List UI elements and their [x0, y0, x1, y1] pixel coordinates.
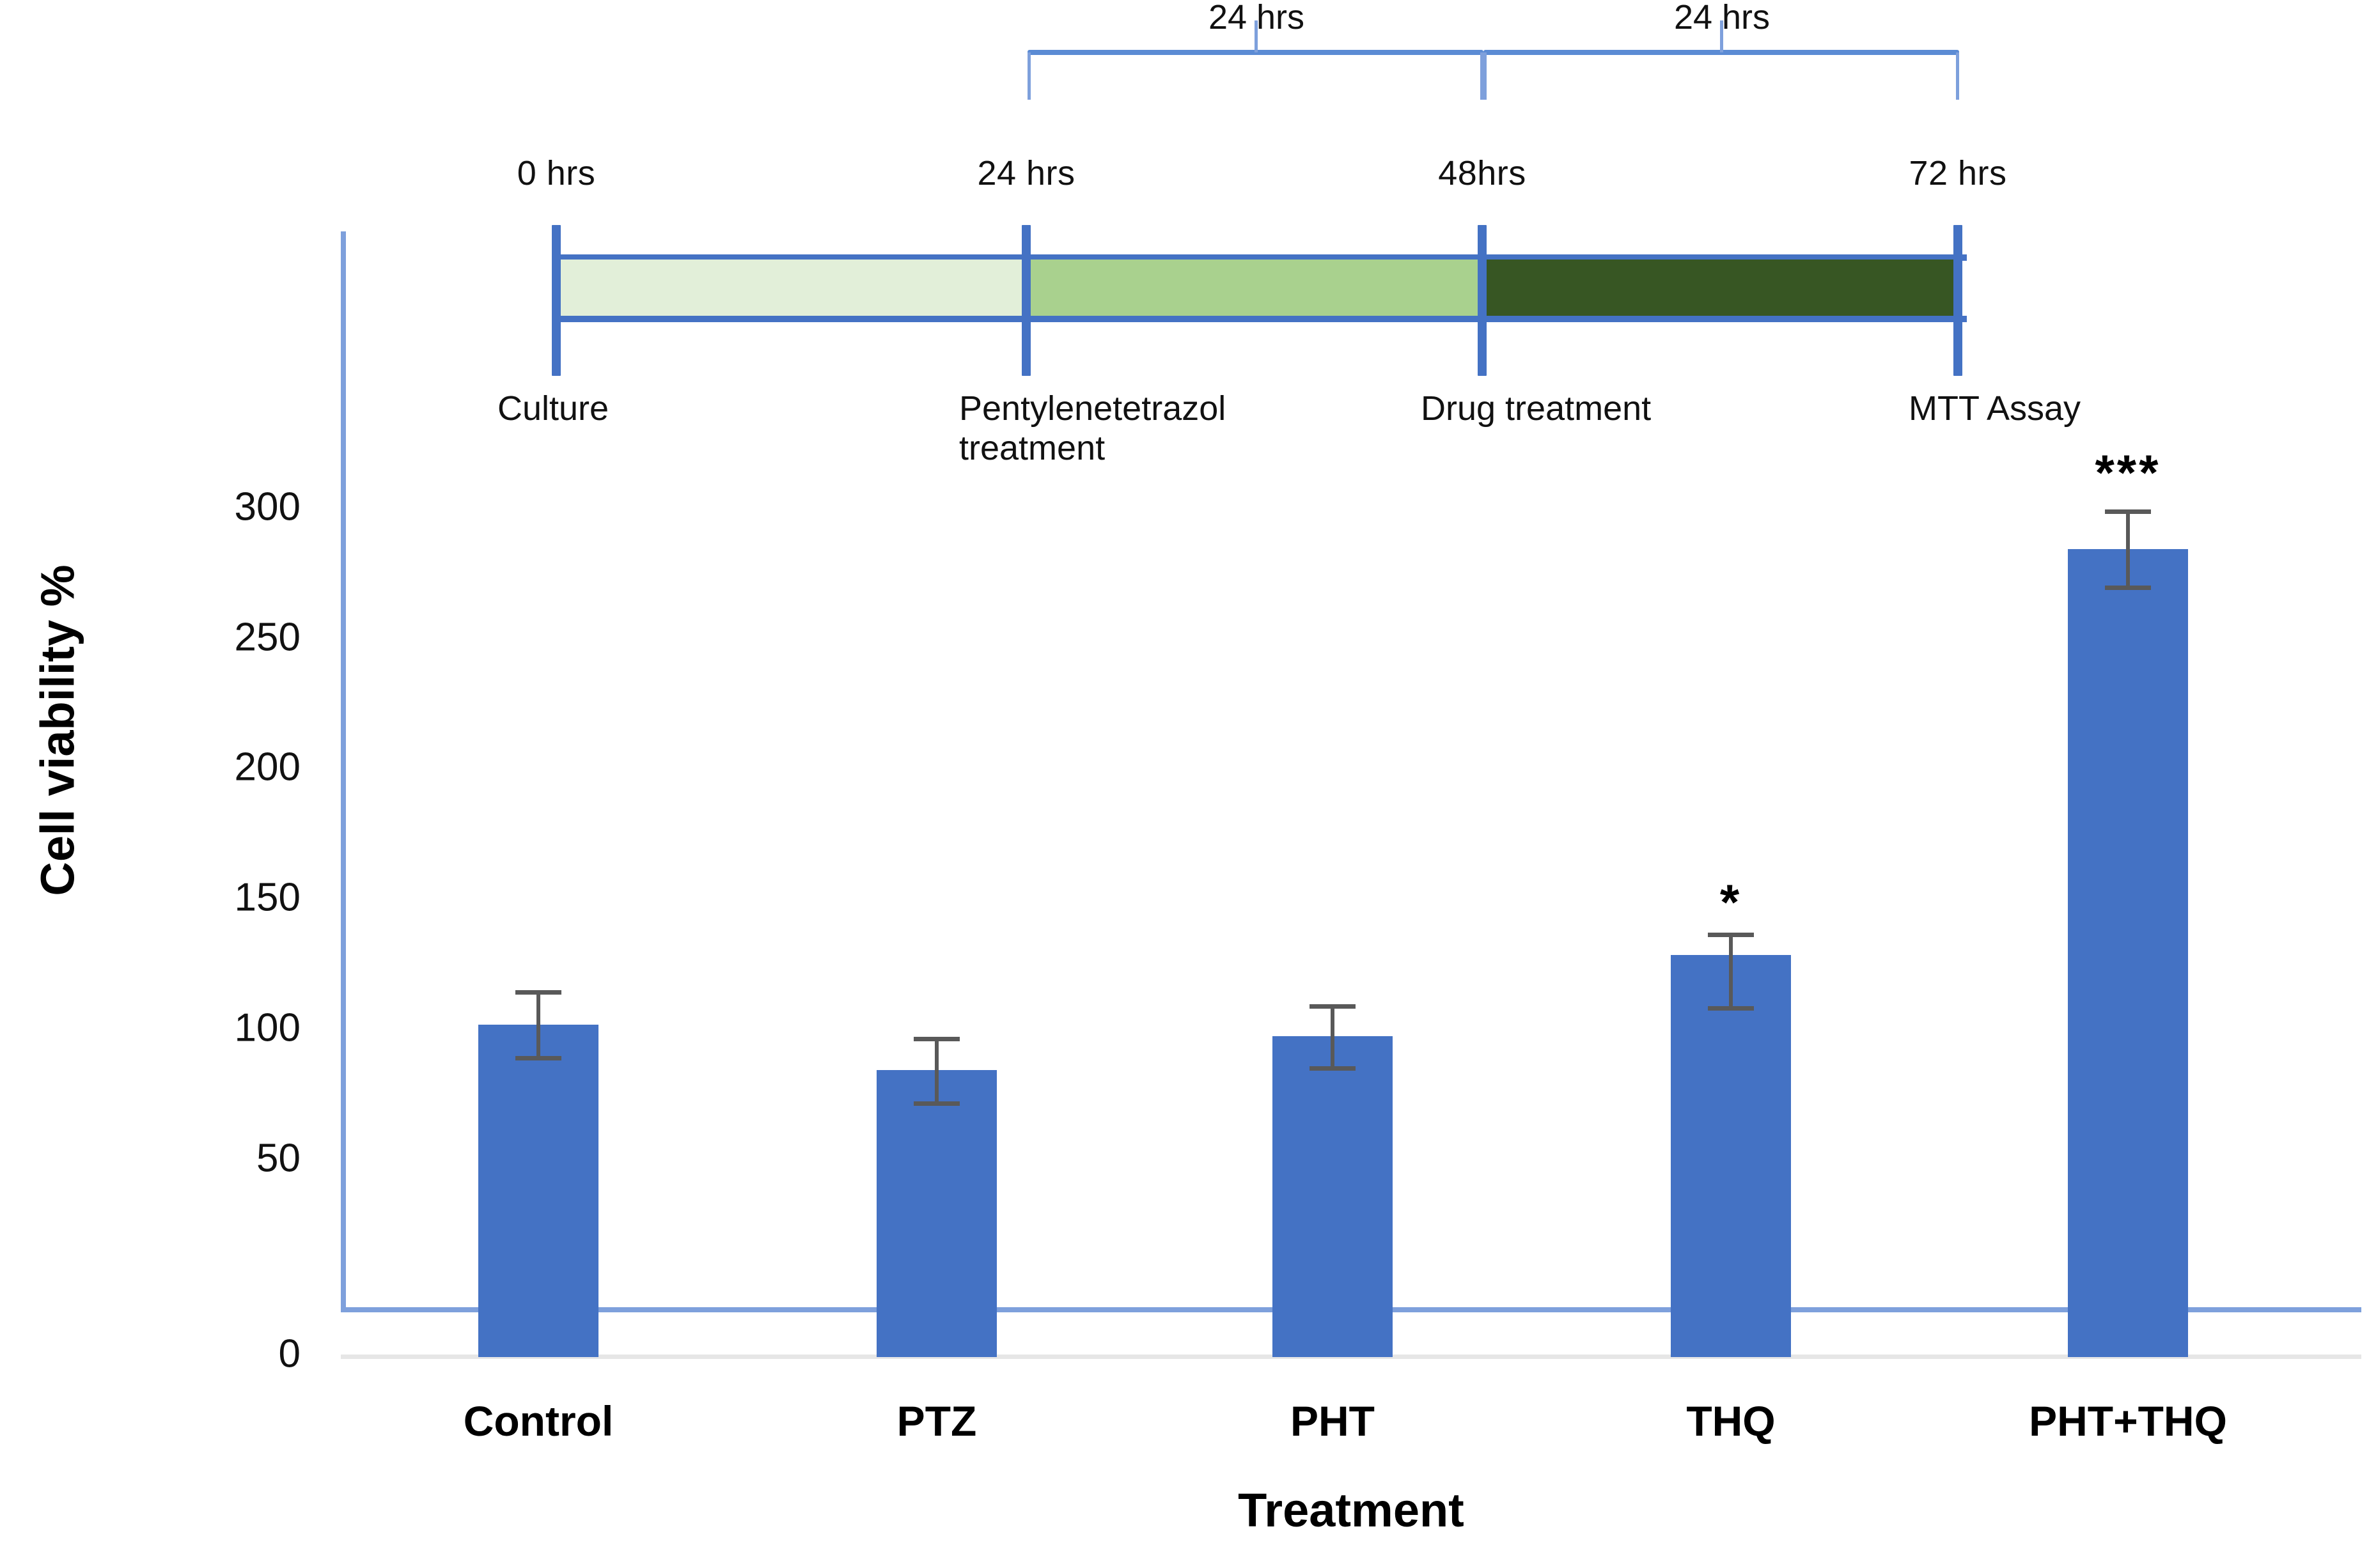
error-cap-lower: [1708, 1006, 1754, 1011]
timeline-caption-drug-treatment: Drug treatment: [1421, 389, 1652, 428]
y-tick-label-100: 100: [234, 1005, 301, 1050]
bar-pht: [1272, 1036, 1393, 1357]
timeline-segment-culture: [559, 260, 1025, 316]
error-bar-control: [478, 990, 598, 1060]
significance-marker-pht-thq: ***: [2095, 444, 2161, 501]
y-tick-label-250: 250: [234, 615, 301, 660]
timeline-time-24: 24 hrs: [977, 154, 1075, 192]
bracket-left-leg: [1028, 52, 1031, 100]
timeline-caption-ptz-treatment: Pentylenetetrazol treatment: [959, 389, 1226, 467]
y-tick-label-50: 50: [256, 1136, 301, 1181]
timeline-segment-drug: [1485, 260, 1959, 316]
timeline-bracket-1: [1028, 20, 1483, 100]
bracket-top-line: [1028, 50, 1483, 55]
error-stem: [1331, 1006, 1334, 1069]
x-tick-label-control: Control: [463, 1397, 614, 1445]
bracket-top-line: [1483, 50, 1959, 55]
timeline-tick-0hrs: [552, 225, 561, 376]
error-stem: [536, 992, 540, 1059]
y-tick-label-200: 200: [234, 745, 301, 789]
bracket-right-leg: [1956, 52, 1959, 100]
error-cap-lower: [515, 1056, 561, 1060]
error-bar-thq: [1671, 933, 1791, 1011]
error-stem: [935, 1039, 939, 1104]
significance-marker-thq: *: [1719, 874, 1742, 930]
error-bar-pht-thq: [2068, 509, 2188, 590]
x-tick-label-thq: THQ: [1686, 1397, 1776, 1445]
timeline-rail-top: [555, 254, 1967, 261]
y-tick-label-0: 0: [278, 1331, 301, 1376]
timeline-tick-48hrs: [1478, 225, 1487, 376]
timeline-bracket-1-label: 24 hrs: [1208, 0, 1305, 36]
error-stem: [1729, 935, 1733, 1009]
bracket-middle-tick: [1254, 20, 1258, 52]
bar-ptz: [877, 1070, 997, 1357]
bracket-left-leg: [1483, 52, 1487, 100]
error-bar-pht: [1272, 1004, 1393, 1071]
x-tick-label-pht-thq: PHT+THQ: [2029, 1397, 2227, 1445]
y-axis-title: Cell viability %: [31, 564, 84, 896]
bar-control: [478, 1025, 598, 1357]
timeline-rail-bottom: [555, 316, 1967, 322]
y-tick-label-150: 150: [234, 875, 301, 920]
bar-thq: [1671, 955, 1791, 1357]
y-axis-line: [341, 231, 346, 1312]
x-tick-label-pht: PHT: [1290, 1397, 1375, 1445]
bar-pht-thq: [2068, 549, 2188, 1357]
timeline-time-0: 0 hrs: [517, 154, 596, 192]
timeline-time-48: 48hrs: [1438, 154, 1526, 192]
bracket-right-leg: [1480, 52, 1483, 100]
timeline-time-72: 72 hrs: [1909, 154, 2007, 192]
error-cap-lower: [2105, 586, 2151, 590]
y-tick-label-300: 300: [234, 485, 301, 529]
timeline-caption-mtt-assay: MTT Assay: [1909, 389, 2081, 428]
experiment-timeline: 24 hrs 24 hrs 0 hrs 24 hrs 48hrs 72 hrs …: [0, 0, 2369, 467]
timeline-segment-ptz: [1029, 260, 1480, 316]
error-stem: [2126, 511, 2130, 588]
error-cap-lower: [1310, 1066, 1356, 1071]
timeline-tick-72hrs: [1953, 225, 1962, 376]
timeline-bracket-2: [1483, 20, 1959, 100]
bracket-middle-tick: [1720, 20, 1723, 52]
x-axis-title: Treatment: [1238, 1484, 1464, 1537]
timeline-tick-24hrs: [1022, 225, 1031, 376]
timeline-bracket-2-label: 24 hrs: [1673, 0, 1771, 36]
error-cap-lower: [914, 1101, 960, 1106]
timeline-caption-culture: Culture: [497, 389, 609, 428]
x-tick-label-ptz: PTZ: [896, 1397, 977, 1445]
error-bar-ptz: [877, 1037, 997, 1106]
